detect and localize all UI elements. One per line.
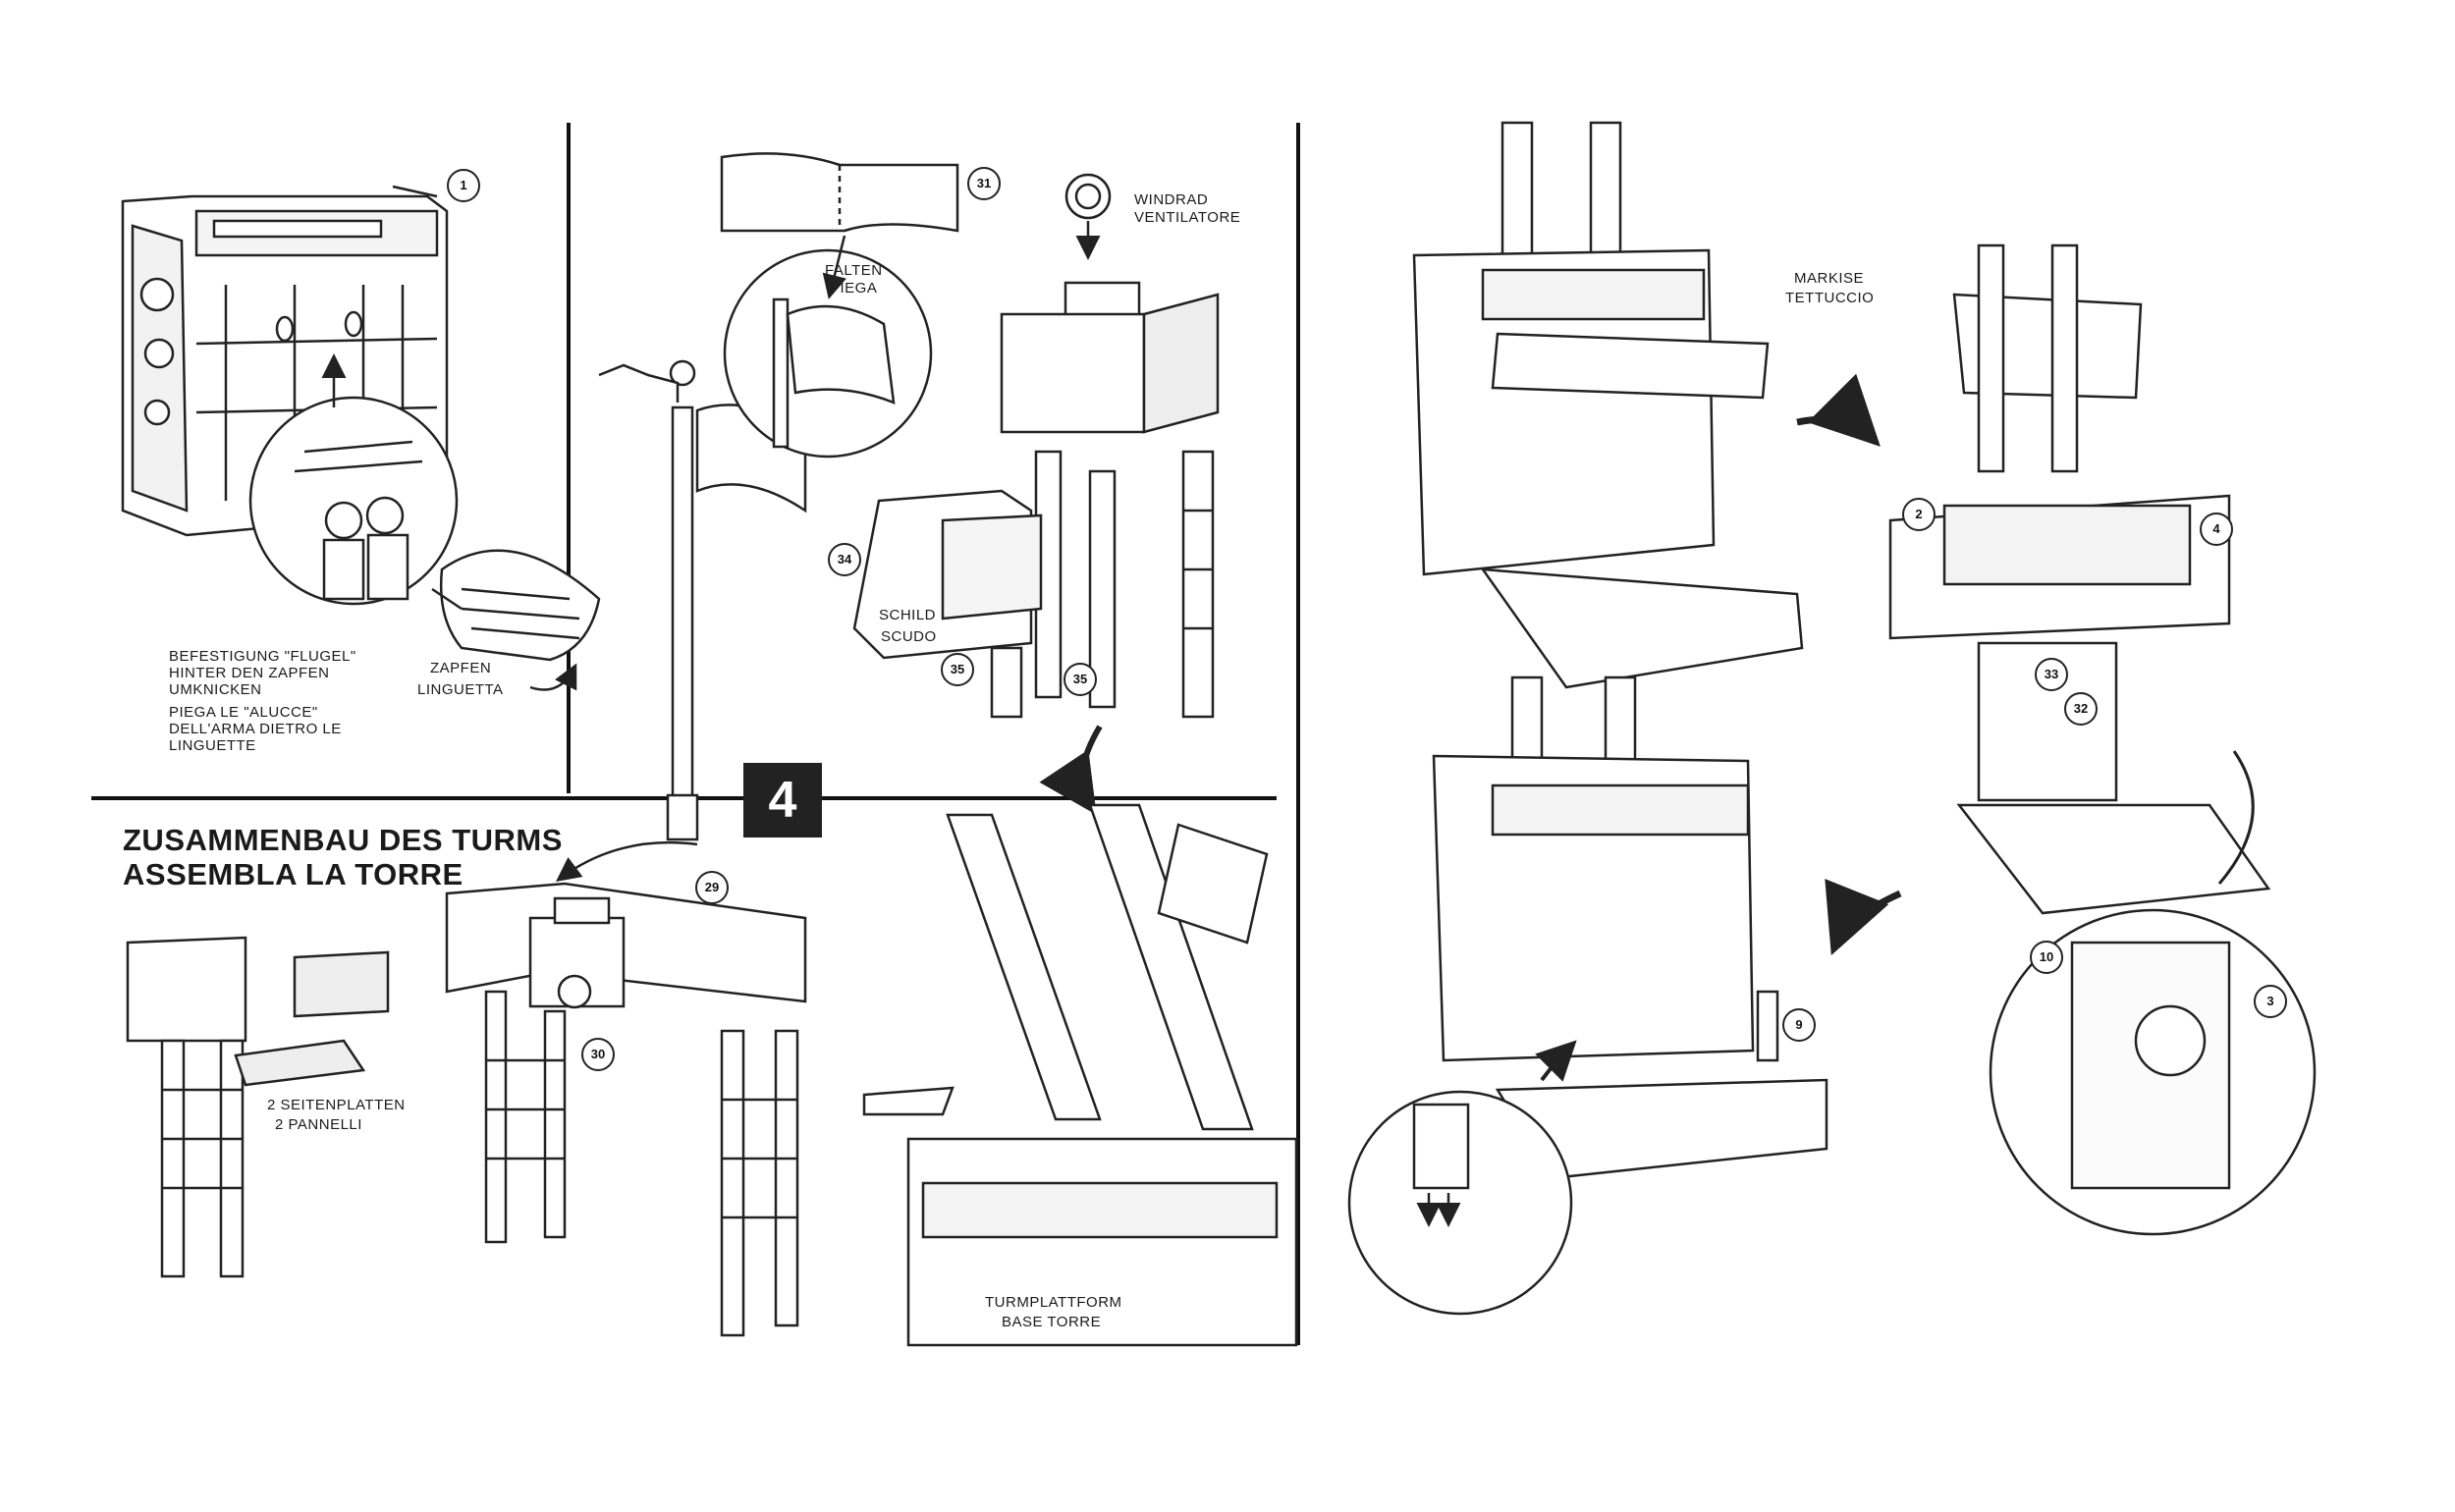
detail-inset-right — [1989, 908, 2317, 1236]
callout-32: 32 — [2064, 692, 2098, 726]
label-base-torre: BASE TORRE — [1002, 1314, 1102, 1330]
label-windrad: WINDRAD — [1134, 191, 1209, 208]
label-schild: SCHILD — [879, 607, 937, 623]
callout-33: 33 — [2035, 658, 2068, 691]
label-zapfen: ZAPFEN — [430, 660, 492, 676]
label-piega: PIEGA — [830, 280, 878, 297]
note-de-line3: UMKNICKEN — [169, 681, 262, 698]
callout-9: 9 — [1782, 1008, 1816, 1042]
note-it-line3: LINGUETTE — [169, 737, 256, 754]
callout-34: 34 — [828, 543, 861, 576]
callout-35-left: 35 — [941, 653, 974, 686]
note-de-line1: BEFESTIGUNG "FLUGEL" — [169, 648, 356, 665]
callout-29: 29 — [695, 871, 729, 904]
callout-4: 4 — [2200, 513, 2233, 546]
frame-assembly — [445, 840, 807, 1337]
label-scudo: SCUDO — [881, 628, 937, 645]
callout-2: 2 — [1902, 498, 1936, 531]
clip-detail — [431, 549, 601, 691]
label-seitenplatten: 2 SEITENPLATTEN — [267, 1097, 406, 1113]
label-falten: FALTEN — [825, 262, 883, 279]
callout-30: 30 — [581, 1038, 615, 1071]
callout-3: 3 — [2254, 985, 2287, 1018]
section-heading-it: ASSEMBLA LA TORRE — [123, 857, 464, 891]
label-turmplattform: TURMPLATTFORM — [985, 1294, 1122, 1311]
label-tettuccio: TETTUCCIO — [1785, 290, 1875, 306]
label-pannelli: 2 PANNELLI — [275, 1116, 362, 1133]
figure-inset-circle — [248, 353, 459, 606]
flag-fold-inset — [723, 235, 933, 459]
label-linguetta: LINGUETTA — [417, 681, 504, 698]
label-ventilatore: VENTILATORE — [1134, 209, 1241, 226]
tower-base-illustration — [862, 803, 1298, 1347]
side-panel-ladder — [126, 936, 390, 1278]
section-heading-de: ZUSAMMENBAU DES TURMS — [123, 823, 563, 857]
step-number: 4 — [768, 772, 797, 829]
flow-arrows — [1535, 373, 2255, 1082]
fan-illustration — [1064, 173, 1112, 260]
tower-stack-illustration — [1412, 121, 2271, 1180]
stand-assembly — [852, 281, 1220, 719]
callout-1: 1 — [447, 169, 480, 202]
callout-10: 10 — [2030, 941, 2063, 974]
flag-sheet — [720, 152, 959, 233]
callout-35-right: 35 — [1064, 663, 1097, 696]
label-markise: MARKISE — [1794, 270, 1865, 287]
note-it-line2: DELL'ARMA DIETRO LE — [169, 721, 342, 737]
note-it-line1: PIEGA LE "ALUCCE" — [169, 704, 318, 721]
callout-31: 31 — [967, 167, 1001, 200]
note-de-line2: HINTER DEN ZAPFEN — [169, 665, 330, 681]
detail-inset-bottom — [1347, 1090, 1573, 1316]
step-number-badge: 4 — [743, 763, 822, 837]
down-arrow-curved — [1039, 725, 1103, 815]
